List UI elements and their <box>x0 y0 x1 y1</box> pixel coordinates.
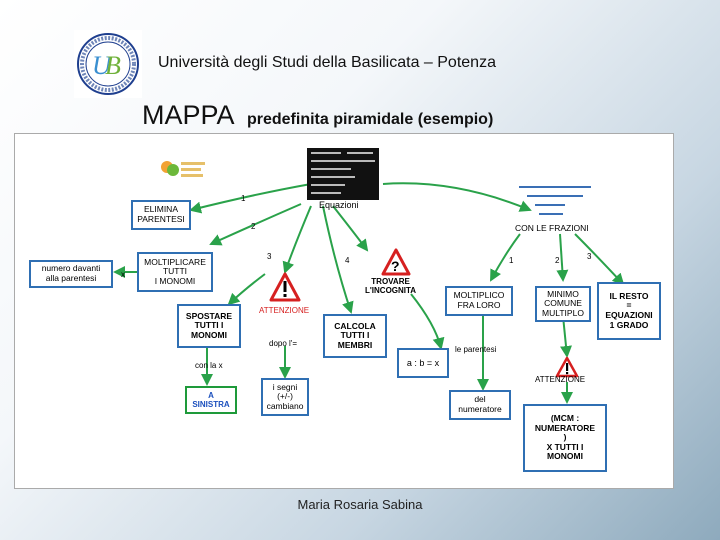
del-numeratore-box: del numeratore <box>449 390 511 420</box>
number-label: 3 <box>267 252 272 261</box>
svg-text:U: U <box>92 51 113 80</box>
university-name: Università degli Studi della Basilicata … <box>158 54 496 71</box>
elimina-parentesi-box: ELIMINA PARENTESI <box>131 200 191 230</box>
calcola-box: CALCOLA TUTTI I MEMBRI <box>323 314 387 358</box>
mcm-box: MINIMO COMUNE MULTIPLO <box>535 286 591 322</box>
x-label: x <box>121 270 125 279</box>
map-logo <box>159 158 207 180</box>
a-b-x-box: a : b = x <box>397 348 449 378</box>
trovare-incognita-label: TROVARE L'INCOGNITA <box>365 277 417 295</box>
segni-box: i segni (+/-) cambiano <box>261 378 309 416</box>
footer-author: Maria Rosaria Sabina <box>297 497 423 512</box>
dopo-uguale-label: dopo l'= <box>269 339 297 348</box>
concept-map: Equazioni CON LE FRAZIONI ELIMINA PARENT… <box>14 133 674 489</box>
moltiplicare-box: MOLTIPLICARE TUTTI I MONOMI <box>137 252 213 292</box>
number-label: 1 <box>241 194 246 203</box>
title-sub: predefinita piramidale (esempio) <box>246 111 494 128</box>
number-label: 3 <box>587 252 592 261</box>
numero-davanti-box: numero davanti alla parentesi <box>29 260 113 288</box>
a-sinistra-label: A SINISTRA <box>192 391 230 409</box>
page-title: MAPPA predefinita piramidale (esempio) <box>142 100 493 131</box>
map-connectors <box>113 182 625 404</box>
moltiplico-box: MOLTIPLICO FRA LORO <box>445 286 513 316</box>
le-parentesi-label: le parentesi <box>455 345 497 354</box>
il-resto-box: IL RESTO = EQUAZIONI 1 GRADO <box>597 282 661 340</box>
con-le-frazioni-label: CON LE FRAZIONI <box>515 223 589 233</box>
warning-icon <box>269 272 301 302</box>
number-label: 1 <box>509 256 514 265</box>
equations-image <box>307 148 379 200</box>
number-label: 2 <box>555 256 560 265</box>
attenzione-label-2: ATTENZIONE <box>535 375 586 384</box>
question-warning-icon: ? <box>381 248 411 276</box>
fractions-image <box>517 182 597 222</box>
university-logo: U B <box>74 30 142 98</box>
number-label: 4 <box>345 256 350 265</box>
a-sinistra-box: A SINISTRA <box>185 386 237 414</box>
mcm-numeratore-box: (MCM : NUMERATORE ) X TUTTI I MONOMI <box>523 404 607 472</box>
spostare-box: SPOSTARE TUTTI I MONOMI <box>177 304 241 348</box>
attenzione-label-1: ATTENZIONE <box>259 306 310 315</box>
title-main: MAPPA <box>142 100 235 130</box>
svg-text:?: ? <box>391 258 400 274</box>
number-label: 2 <box>251 222 256 231</box>
equazioni-label: Equazioni <box>319 200 359 210</box>
con-la-x-label: con la x <box>195 361 223 370</box>
warning-icon-2 <box>555 356 579 378</box>
svg-text:B: B <box>105 51 121 80</box>
